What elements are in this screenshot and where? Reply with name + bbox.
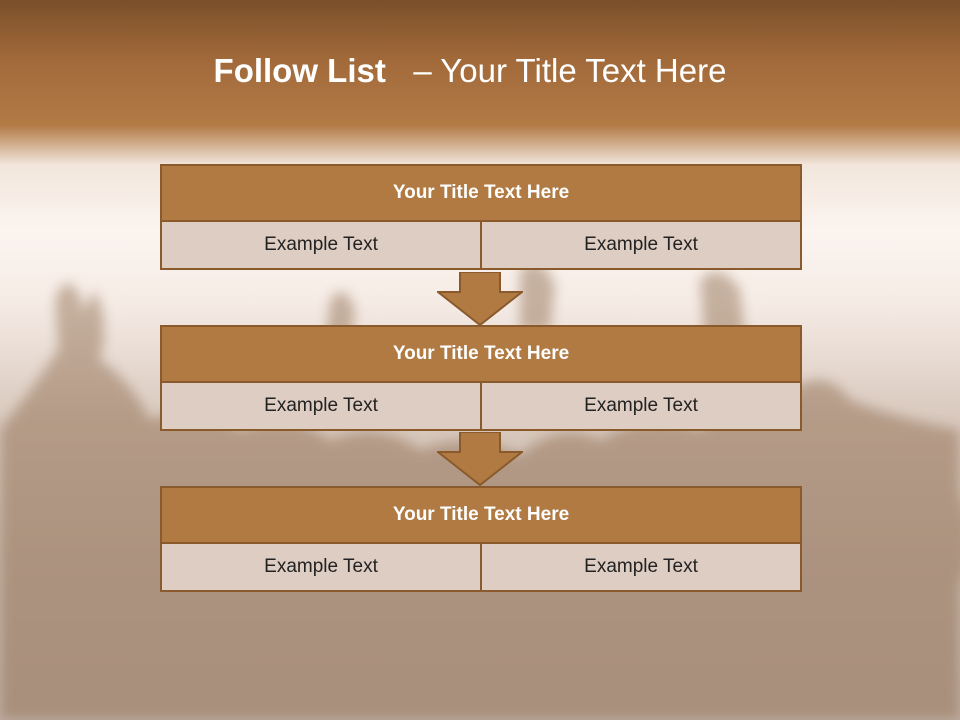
list-step-2: Your Title Text Here Example Text Exampl… bbox=[160, 325, 802, 431]
slide-title: Follow List – Your Title Text Here bbox=[0, 52, 940, 90]
list-step-1: Your Title Text Here Example Text Exampl… bbox=[160, 164, 802, 270]
title-rest-part: – Your Title Text Here bbox=[413, 52, 727, 89]
title-bold-part: Follow List bbox=[213, 52, 386, 89]
step-2-row: Example Text Example Text bbox=[160, 383, 802, 431]
step-1-right-text: Example Text bbox=[482, 222, 802, 270]
step-2-title: Your Title Text Here bbox=[160, 325, 802, 383]
down-arrow-icon bbox=[437, 272, 523, 326]
step-3-title: Your Title Text Here bbox=[160, 486, 802, 544]
step-1-row: Example Text Example Text bbox=[160, 222, 802, 270]
down-arrow-icon bbox=[437, 432, 523, 486]
step-1-title: Your Title Text Here bbox=[160, 164, 802, 222]
step-1-left-text: Example Text bbox=[160, 222, 482, 270]
title-separator-gap bbox=[395, 52, 404, 89]
step-3-left-text: Example Text bbox=[160, 544, 482, 592]
step-2-left-text: Example Text bbox=[160, 383, 482, 431]
step-3-row: Example Text Example Text bbox=[160, 544, 802, 592]
step-3-right-text: Example Text bbox=[482, 544, 802, 592]
step-2-right-text: Example Text bbox=[482, 383, 802, 431]
list-step-3: Your Title Text Here Example Text Exampl… bbox=[160, 486, 802, 592]
